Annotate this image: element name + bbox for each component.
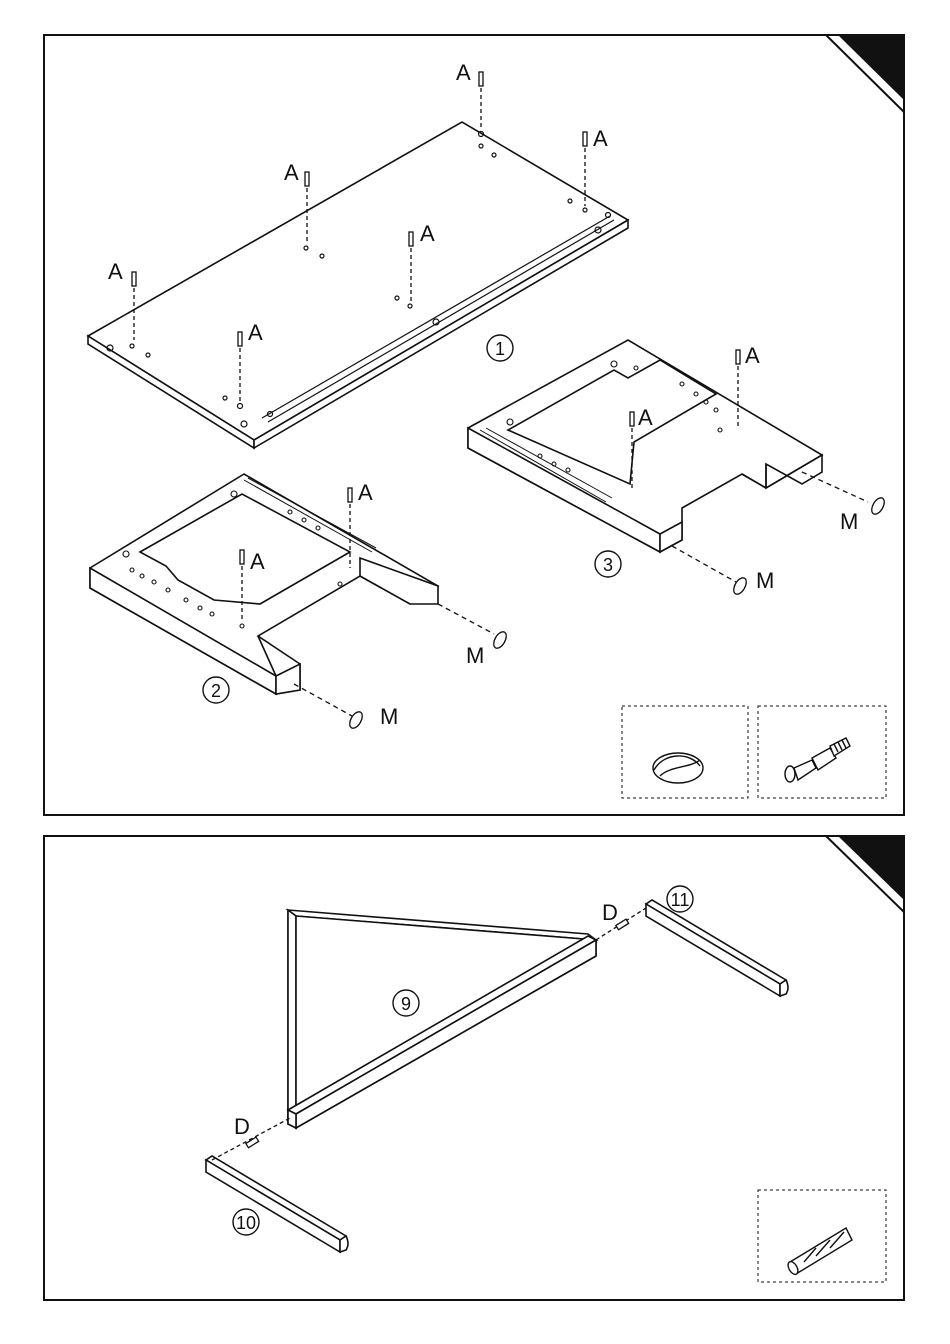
part-10-callout: 10 [233,1209,259,1235]
screw-label: A [358,480,373,505]
part-3-callout: 3 [595,551,621,577]
part-2-callout: 2 [203,677,229,703]
cam-label: M [840,509,858,534]
screw-label: A [284,160,299,185]
screw-a-icon [479,72,483,130]
svg-text:9: 9 [401,994,411,1014]
hardware-box-cam-cover [622,706,748,798]
part-11-callout: 11 [667,886,693,912]
cam-label: M [756,568,774,593]
svg-text:11: 11 [671,890,690,910]
svg-text:10: 10 [236,1213,256,1233]
cam-bolt-icon [785,738,850,782]
step-1-panel: A A A A A A 1 [44,35,904,815]
screw-label: A [456,60,471,85]
screw-label: A [745,343,760,368]
step-2-panel: D D 9 11 10 [44,836,904,1300]
cam-cover-cap-icon [653,753,703,783]
screw-label: A [250,549,265,574]
corner-marker-icon [838,836,904,900]
cam-label: M [380,704,398,729]
wood-dowel-icon [786,1228,852,1276]
hardware-box-dowel [758,1190,886,1282]
dowel-label: D [234,1114,250,1139]
svg-text:1: 1 [495,339,505,359]
cam-lock-m-icon [491,630,509,651]
svg-text:3: 3 [603,555,613,575]
cam-lock-m-icon [869,496,887,517]
right-frame-part [468,340,822,552]
screw-label: A [248,320,263,345]
hardware-box-cam-bolt [758,706,886,798]
left-rail-part [206,1156,348,1252]
cam-lock-m-icon [731,576,749,597]
right-rail-part [646,900,788,996]
screw-label: A [593,126,608,151]
part-1-callout: 1 [487,335,513,361]
cam-lock-m-icon [347,710,365,731]
svg-text:2: 2 [211,681,221,701]
corner-marker-icon [838,35,904,100]
screw-label: A [108,259,123,284]
dowel-label: D [602,900,618,925]
screw-label: A [420,221,435,246]
left-frame-part [90,474,438,694]
cam-label: M [466,643,484,668]
screw-label: A [638,405,653,430]
